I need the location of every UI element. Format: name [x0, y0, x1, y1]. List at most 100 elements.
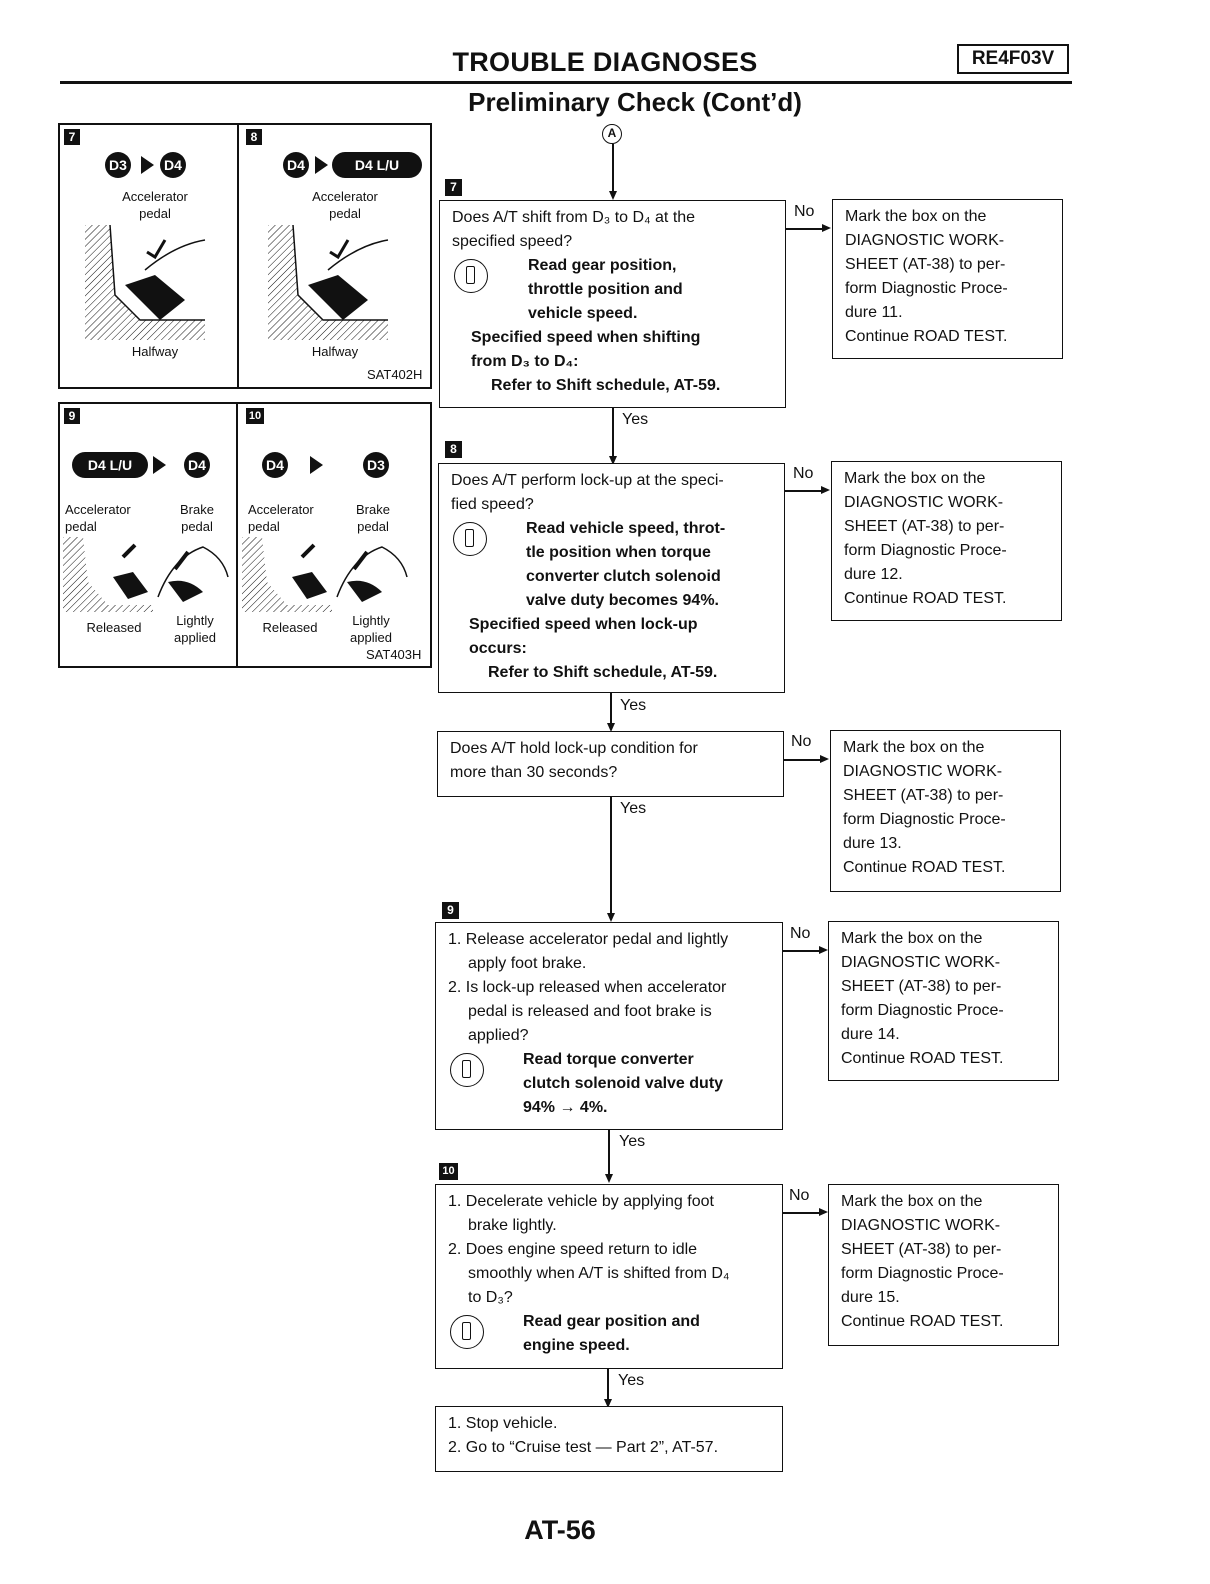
figure-badge-7: 7: [64, 129, 80, 145]
yes-label: Yes: [618, 1372, 645, 1389]
flow-arrowhead: [822, 224, 831, 232]
question-text: 2. Does engine speed return to idle: [448, 1241, 698, 1258]
pedal-state-label: Halfway: [131, 344, 179, 359]
gear-d4-icon: D4: [160, 152, 186, 178]
question-text: 2. Is lock-up released when accelerator: [448, 979, 727, 996]
flow-arrowhead: [609, 191, 617, 200]
yes-label: Yes: [620, 800, 647, 817]
header-rule: [60, 81, 1072, 84]
question-text: fied speed?: [451, 496, 534, 513]
flow-arrowhead: [604, 1399, 612, 1408]
instruction-text: Read gear position and: [523, 1313, 700, 1330]
side-text: Mark the box on the: [844, 470, 986, 487]
page-number: AT-56: [524, 1515, 596, 1545]
question-text: 1. Decelerate vehicle by applying foot: [448, 1193, 714, 1210]
gear-d4-icon: D4: [184, 452, 210, 478]
pedal-label: Accelerator pedal: [65, 502, 131, 534]
gear-d3-icon: D3: [363, 452, 389, 478]
flow-arrowhead: [607, 913, 615, 922]
pedal-state-label: Lightly applied: [350, 613, 392, 645]
no-label: No: [790, 925, 811, 942]
flow-line: [783, 1212, 819, 1214]
reference-text: Refer to Shift schedule, AT-59.: [491, 377, 721, 394]
side-text: DIAGNOSTIC WORK-: [843, 763, 1003, 780]
side-text: DIAGNOSTIC WORK-: [845, 232, 1005, 249]
flow-arrowhead: [820, 755, 829, 763]
step-7-question-box: Does A/T shift from D₃ to D₄ at the spec…: [439, 200, 786, 408]
question-text: applied?: [468, 1027, 529, 1044]
side-text: Continue ROAD TEST.: [841, 1313, 1004, 1330]
step-10-no-box: Mark the box on the DIAGNOSTIC WORK- SHE…: [828, 1184, 1059, 1346]
spec-text: Specified speed when lock-up: [469, 616, 698, 633]
side-text: form Diagnostic Proce-: [841, 1002, 1004, 1019]
flow-arrowhead: [609, 456, 617, 465]
side-text: form Diagnostic Proce-: [845, 280, 1008, 297]
instruction-text: Read vehicle speed, throt-: [526, 520, 726, 537]
figure-id: SAT403H: [366, 647, 422, 662]
question-text: more than 30 seconds?: [450, 764, 618, 781]
flow-line: [784, 759, 820, 761]
side-text: dure 15.: [841, 1289, 900, 1306]
pedal-label: Accelerator pedal: [248, 502, 314, 534]
flow-line: [608, 1130, 610, 1178]
flow-arrowhead: [819, 1208, 828, 1216]
instruction-text: throttle position and: [528, 281, 683, 298]
shift-arrow-icon: [153, 456, 166, 474]
instruction-text: Read torque converter: [523, 1051, 694, 1068]
figure-badge-10: 10: [246, 408, 264, 424]
side-text: Mark the box on the: [841, 1193, 983, 1210]
step-badge-8: 8: [445, 441, 462, 458]
hold-lockup-question-box: Does A/T hold lock-up condition for more…: [437, 731, 784, 797]
step-8-question-box: Does A/T perform lock-up at the speci- f…: [438, 463, 785, 693]
spec-text: Specified speed when shifting: [471, 329, 701, 346]
step-badge-10: 10: [439, 1163, 458, 1180]
instruction-text: Read gear position,: [528, 257, 677, 274]
action-text: 1. Stop vehicle.: [448, 1415, 558, 1432]
yes-label: Yes: [622, 411, 649, 428]
side-text: Continue ROAD TEST.: [843, 859, 1006, 876]
step-badge-7: 7: [445, 179, 462, 196]
pedal-state-label: Halfway: [311, 344, 359, 359]
shift-arrow-icon: [310, 456, 323, 474]
side-text: SHEET (AT-38) to per-: [845, 256, 1006, 273]
question-text: apply foot brake.: [468, 955, 587, 972]
side-text: Mark the box on the: [843, 739, 985, 756]
pedals-illustration: [63, 537, 229, 612]
side-text: dure 12.: [844, 566, 903, 583]
side-text: Mark the box on the: [845, 208, 987, 225]
side-text: dure 14.: [841, 1026, 900, 1043]
step-7-no-box: Mark the box on the DIAGNOSTIC WORK- SHE…: [832, 199, 1063, 359]
pedal-label: Accelerator pedal: [122, 189, 188, 221]
question-text: Does A/T shift from D₃ to D₄ at the: [452, 209, 696, 226]
instruction-text: clutch solenoid valve duty: [523, 1075, 724, 1092]
side-text: SHEET (AT-38) to per-: [844, 518, 1005, 535]
flow-arrowhead: [821, 486, 830, 494]
flow-line: [610, 693, 612, 727]
question-text: 1. Release accelerator pedal and lightly: [448, 931, 729, 948]
question-text: to D₃?: [468, 1289, 513, 1306]
step-badge-9: 9: [442, 902, 459, 919]
flow-arrowhead: [605, 1174, 613, 1183]
flow-arrowhead: [819, 946, 828, 954]
flow-arrowhead: [607, 723, 615, 732]
flow-line: [786, 228, 822, 230]
instruction-text: 94% → 4%.: [523, 1099, 608, 1116]
consult-tool-icon: [454, 259, 488, 293]
side-text: form Diagnostic Proce-: [841, 1265, 1004, 1282]
section-code-badge: RE4F03V: [957, 44, 1069, 74]
final-action-box: 1. Stop vehicle. 2. Go to “Cruise test —…: [435, 1406, 783, 1472]
flow-line: [783, 950, 819, 952]
step-8-no-box: Mark the box on the DIAGNOSTIC WORK- SHE…: [831, 461, 1062, 621]
side-text: DIAGNOSTIC WORK-: [844, 494, 1004, 511]
flow-line: [612, 144, 614, 192]
question-text: Does A/T hold lock-up condition for: [450, 740, 698, 757]
gear-d4-lu-icon: D4 L/U: [72, 452, 148, 478]
figure-badge-9: 9: [64, 408, 80, 424]
figure-divider: [237, 123, 239, 389]
pedal-state-label: Released: [86, 620, 142, 635]
side-text: SHEET (AT-38) to per-: [841, 978, 1002, 995]
step-10-question-box: 1. Decelerate vehicle by applying foot b…: [435, 1184, 783, 1369]
question-text: brake lightly.: [468, 1217, 557, 1234]
consult-tool-icon: [453, 522, 487, 556]
flow-line: [612, 408, 614, 460]
